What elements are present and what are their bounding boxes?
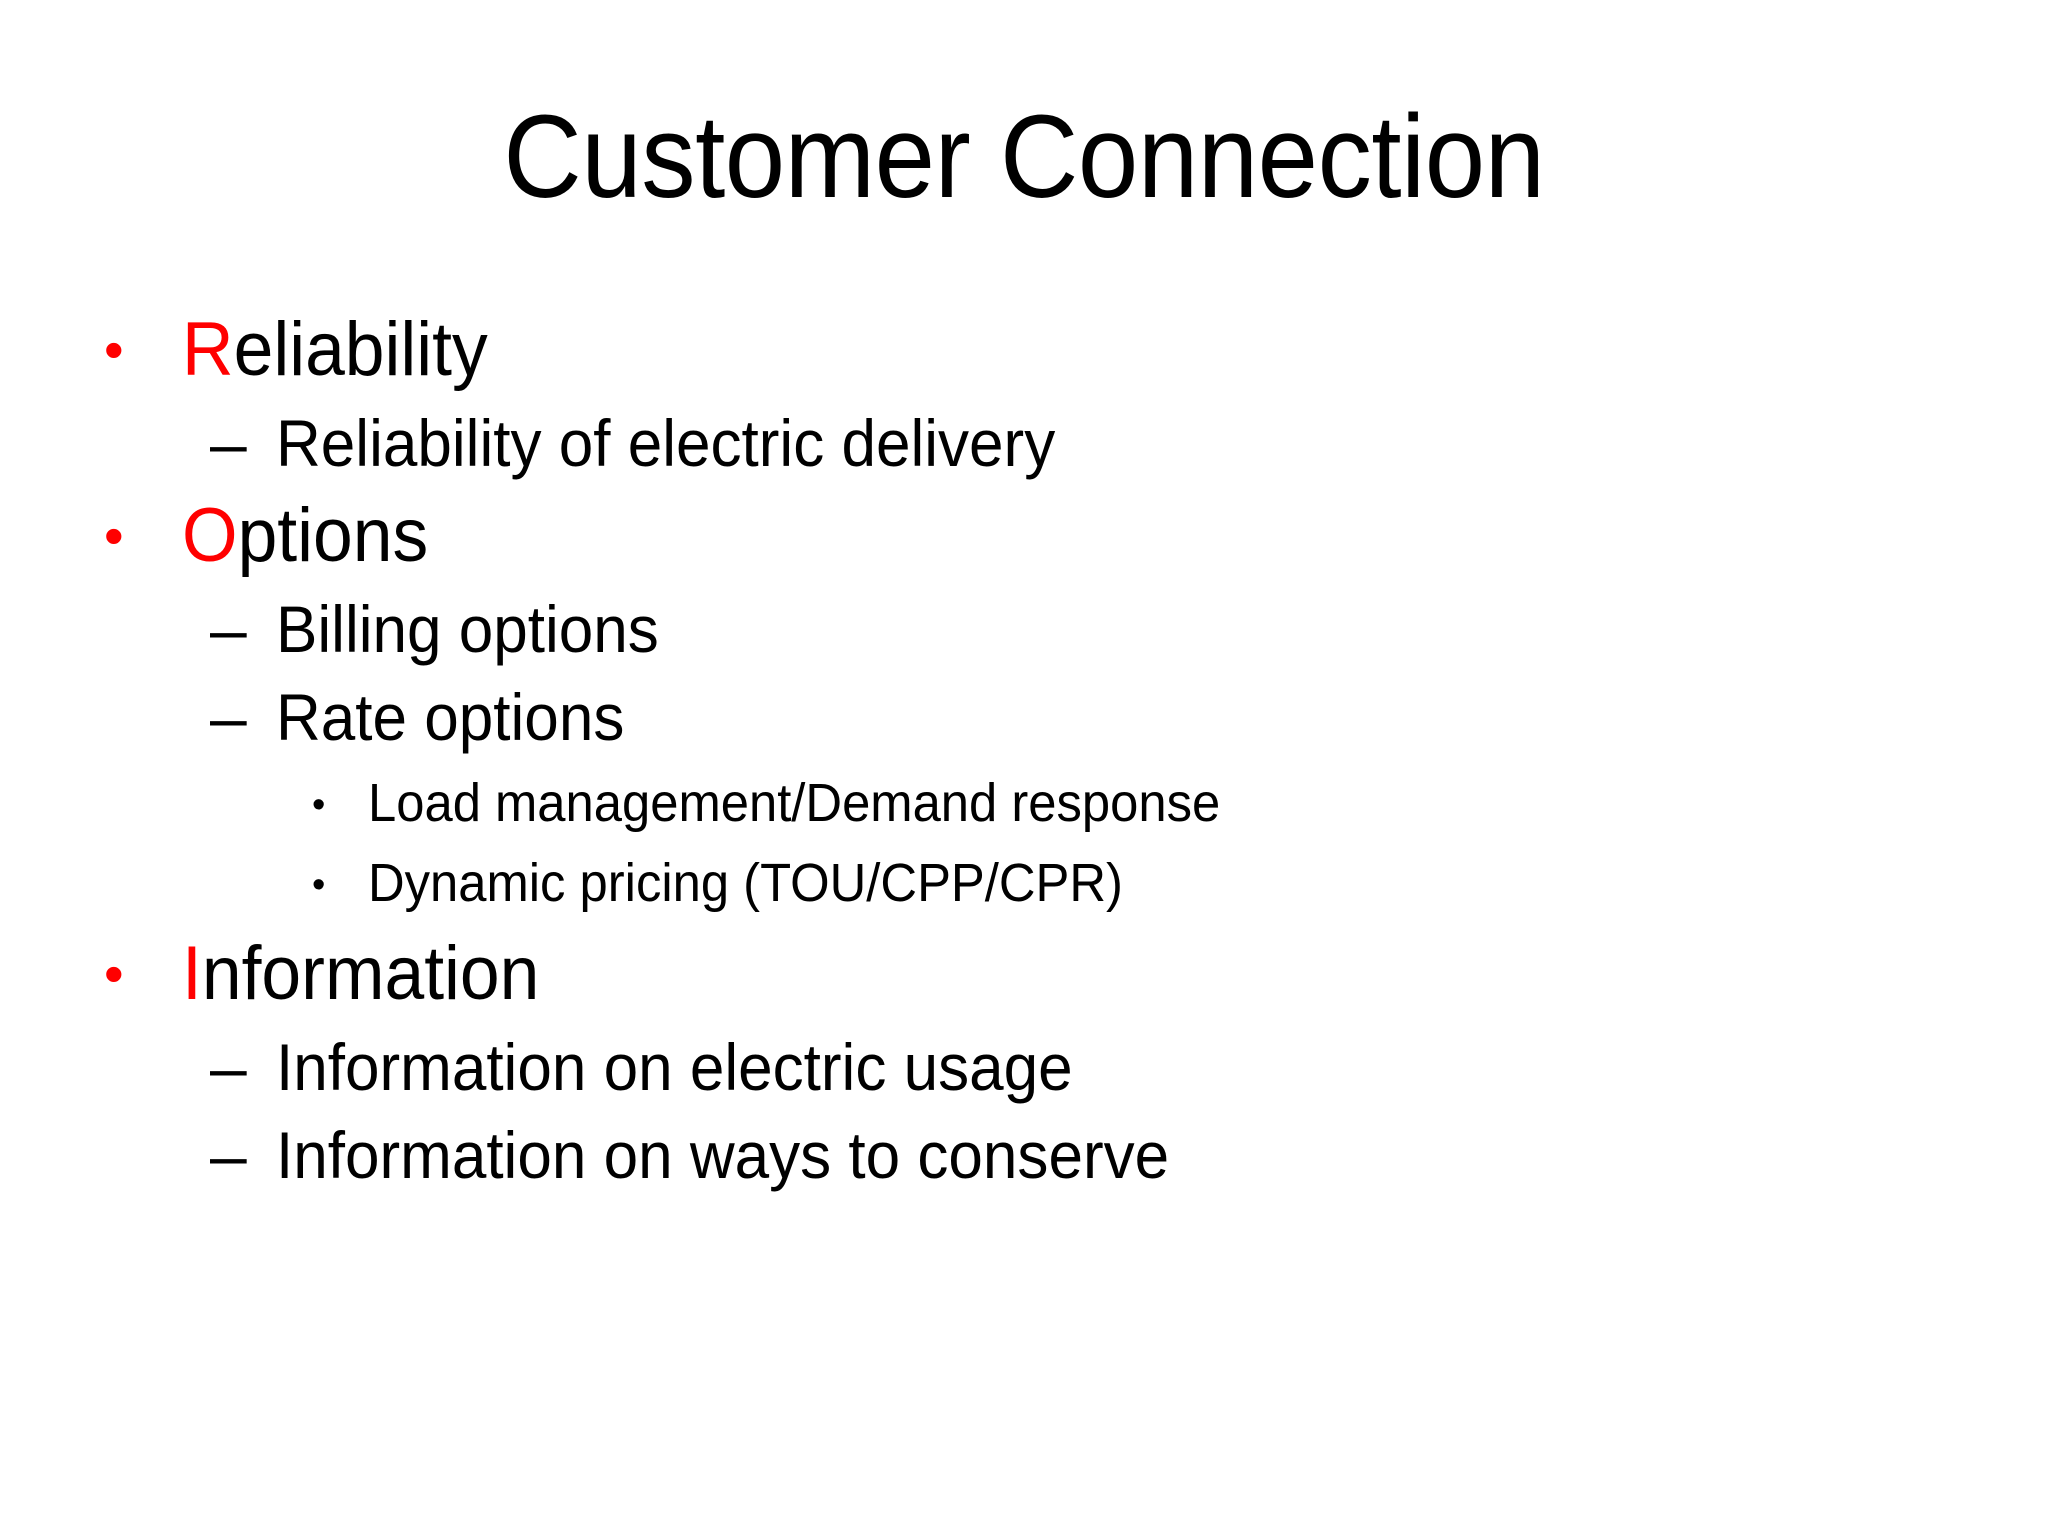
bullet-text: Reliability of electric delivery bbox=[276, 406, 1056, 480]
bullet-dash-icon: – bbox=[210, 406, 247, 480]
bullet-dot-icon: • bbox=[104, 942, 124, 1005]
bullet-text: Options bbox=[182, 498, 428, 574]
bullet-level3-load-management-demand-response: • Load management/Demand response bbox=[0, 776, 2048, 830]
slide-body-bullet-list: • Reliability – Reliability of electric … bbox=[0, 300, 2048, 1210]
bullet-level2-billing-options: – Billing options bbox=[0, 596, 2048, 662]
bullet-accent-letter: O bbox=[182, 493, 238, 578]
bullet-accent-letter: R bbox=[182, 307, 234, 392]
bullet-level1-information: • Information bbox=[0, 936, 2048, 1012]
bullet-text: Information on ways to conserve bbox=[276, 1118, 1170, 1192]
bullet-text: Rate options bbox=[276, 680, 625, 754]
bullet-dash-icon: – bbox=[210, 1118, 247, 1192]
bullet-dot-icon: • bbox=[104, 504, 124, 567]
bullet-text: Information on electric usage bbox=[276, 1030, 1073, 1104]
bullet-text: Information bbox=[182, 936, 539, 1012]
bullet-rest-text: eliability bbox=[233, 307, 488, 392]
bullet-dot-icon: • bbox=[104, 318, 124, 381]
bullet-level2-rate-options: – Rate options bbox=[0, 684, 2048, 750]
bullet-level1-reliability: • Reliability bbox=[0, 312, 2048, 388]
bullet-level2-information-on-ways-to-conserve: – Information on ways to conserve bbox=[0, 1122, 2048, 1188]
slide-title: Customer Connection bbox=[503, 91, 1545, 223]
bullet-text: Load management/Demand response bbox=[368, 773, 1221, 833]
bullet-dash-icon: – bbox=[210, 680, 247, 754]
bullet-text: Dynamic pricing (TOU/CPP/CPR) bbox=[368, 853, 1123, 913]
bullet-dot-icon: • bbox=[312, 864, 326, 906]
bullet-level2-information-on-electric-usage: – Information on electric usage bbox=[0, 1034, 2048, 1100]
bullet-level2-reliability-of-electric-delivery: – Reliability of electric delivery bbox=[0, 410, 2048, 476]
bullet-rest-text: ptions bbox=[237, 493, 429, 578]
bullet-text: Billing options bbox=[276, 592, 659, 666]
bullet-text: Reliability bbox=[182, 312, 488, 388]
bullet-rest-text: nformation bbox=[201, 931, 540, 1016]
bullet-level1-options: • Options bbox=[0, 498, 2048, 574]
bullet-dot-icon: • bbox=[312, 784, 326, 826]
bullet-accent-letter: I bbox=[182, 931, 202, 1016]
bullet-dash-icon: – bbox=[210, 1030, 247, 1104]
bullet-dash-icon: – bbox=[210, 592, 247, 666]
bullet-level3-dynamic-pricing: • Dynamic pricing (TOU/CPP/CPR) bbox=[0, 856, 2048, 910]
